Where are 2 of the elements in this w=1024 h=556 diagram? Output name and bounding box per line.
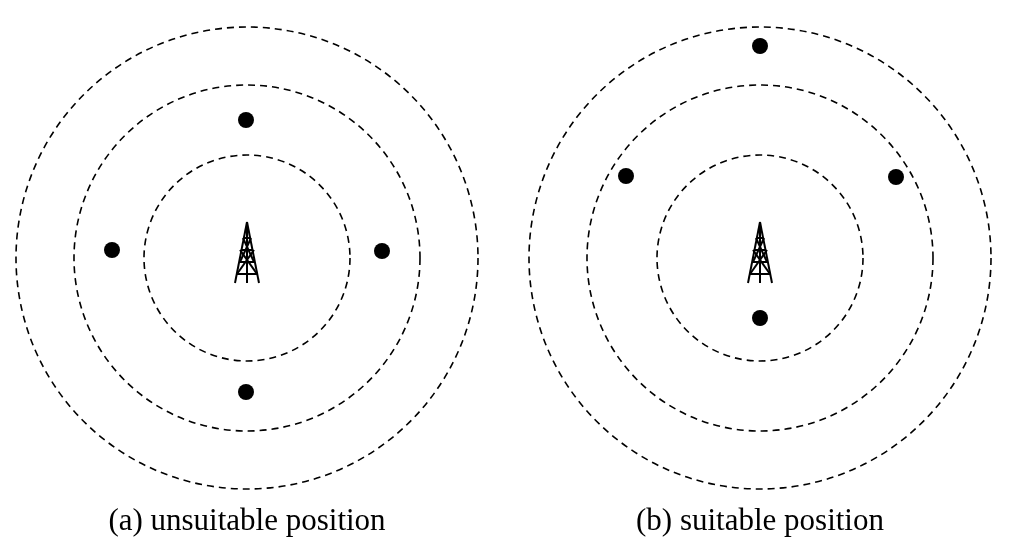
caption: (b) suitable position xyxy=(636,502,884,537)
caption: (a) unsuitable position xyxy=(108,502,386,537)
